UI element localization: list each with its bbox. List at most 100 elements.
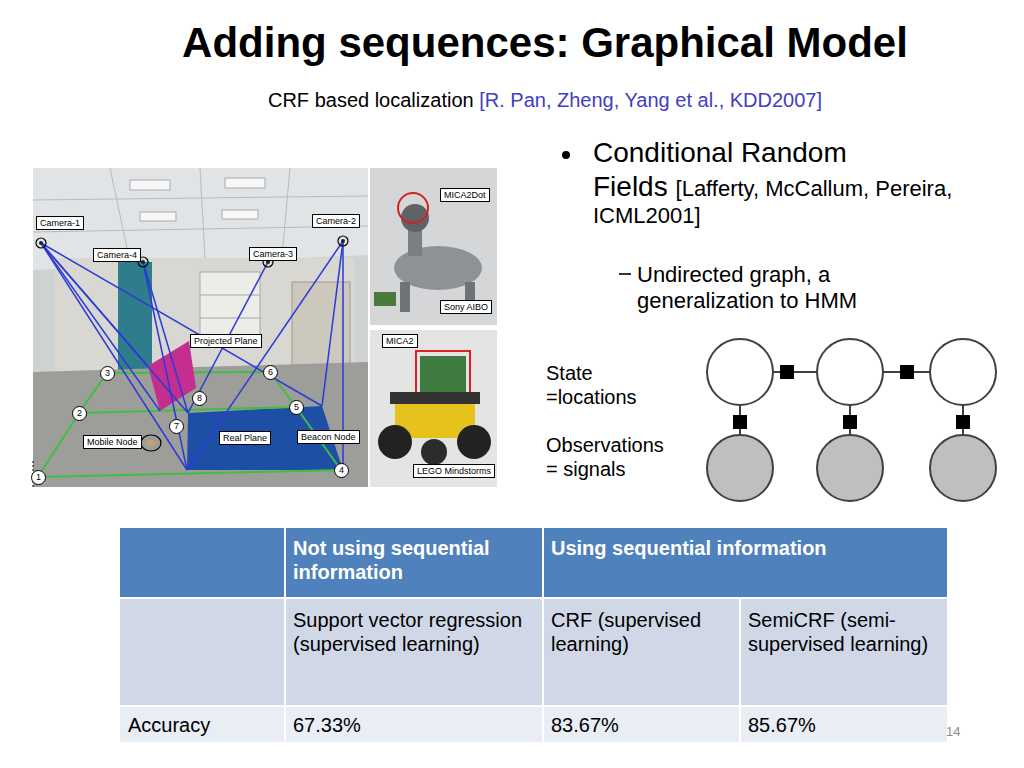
factor-square — [780, 365, 794, 379]
slide-title: Adding sequences: Graphical Model — [60, 18, 1024, 68]
photo-label-text: Mobile Node — [87, 437, 138, 447]
ceiling-grid-line — [282, 168, 290, 256]
photo-ground — [370, 330, 497, 487]
factor-square — [900, 365, 914, 379]
shelf-board — [200, 318, 260, 319]
callout-number: 3 — [100, 366, 115, 381]
bullet-line: Conditional Random Fields[Lafferty, McCa… — [593, 136, 973, 230]
car-wheel — [421, 439, 447, 465]
observation-circle — [707, 435, 773, 501]
callout-number: 4 — [334, 463, 349, 478]
camera-ray — [143, 262, 187, 470]
factor-squares — [733, 365, 970, 429]
camera-dot — [341, 239, 345, 243]
camera-ray — [143, 262, 188, 413]
photo-label-text: Projected Plane — [194, 336, 258, 346]
table-cell: Accuracy — [128, 713, 277, 737]
photo-label: Beacon Node — [297, 430, 360, 444]
photo-label-text: MICA2 — [386, 336, 414, 346]
mobile-node-marker — [141, 435, 161, 451]
sensor-board — [420, 356, 466, 392]
photo-label: Camera-1 — [36, 216, 84, 230]
photo-label: Camera-3 — [249, 247, 297, 261]
camera-ray — [322, 241, 343, 406]
camera-dot — [141, 260, 145, 264]
car-plate — [390, 392, 480, 404]
shelf — [200, 272, 260, 340]
citation: [R. Pan, Zheng, Yang et al., KDD2007] — [479, 89, 822, 111]
state-circle — [707, 339, 773, 405]
table-cell: 85.67% — [748, 713, 939, 737]
photo-label: MICA2 — [382, 334, 418, 348]
callout-number: 7 — [169, 419, 184, 434]
photo-label-text: Camera-2 — [316, 216, 356, 226]
page-number: 14 — [946, 724, 986, 740]
photo-label-text: Sony AIBO — [444, 302, 488, 312]
ceiling-light — [130, 180, 170, 190]
callout-number: 6 — [263, 365, 278, 380]
state-circle — [930, 339, 996, 405]
table-header-cell: Using sequential information — [551, 536, 939, 560]
ceiling-light — [222, 210, 258, 219]
subtitle-line: CRF based localization[R. Pan, Zheng, Ya… — [60, 88, 1024, 112]
photo-label-text: LEGO Mindstorms — [417, 466, 491, 476]
ceiling — [33, 168, 368, 270]
table-cell: 83.67% — [551, 713, 732, 737]
ceiling-grid — [33, 168, 368, 262]
floor — [33, 362, 368, 487]
table-cell: Support vector regression (supervised le… — [293, 608, 535, 656]
camera-ray — [41, 243, 160, 411]
table-cell: CRF (supervised learning) — [551, 608, 732, 656]
photo-label: Projected Plane — [190, 334, 262, 348]
floor-line — [38, 413, 79, 477]
table-header-cell: Not using sequential information — [293, 536, 535, 584]
ceiling-lights — [130, 178, 265, 221]
car-wheel — [457, 425, 491, 459]
photo-ground — [370, 168, 497, 325]
sensor-board — [374, 292, 396, 306]
photo-label: Real Plane — [219, 431, 271, 445]
photo-label: Camera-2 — [312, 214, 360, 228]
camera-marker — [36, 238, 46, 248]
photo-label: LEGO Mindstorms — [413, 464, 495, 478]
camera-markers — [36, 236, 348, 267]
ceiling-light — [140, 212, 176, 221]
table-row — [120, 706, 947, 742]
table-cell: SemiCRF (semi-supervised learning) — [748, 608, 939, 656]
factor-square — [843, 415, 857, 429]
state-circle — [817, 339, 883, 405]
callout-number: 2 — [72, 406, 87, 421]
camera-marker — [338, 236, 348, 246]
camera-ray — [41, 243, 188, 413]
table-rule — [120, 597, 947, 599]
table-grid — [120, 528, 947, 742]
model-note: Observations = signals — [546, 433, 678, 481]
photo-label-text: Beacon Node — [301, 432, 356, 442]
photo-label-text: MICA2Dot — [444, 190, 486, 200]
ceiling-grid-line — [200, 168, 205, 258]
camera-ray — [188, 262, 268, 413]
table-rule — [542, 528, 544, 742]
bullet — [562, 151, 570, 159]
photo-label: MICA2Dot — [440, 188, 490, 202]
table-row — [120, 598, 947, 706]
photo-label-text: Camera-1 — [40, 218, 80, 228]
mobile-node-device — [146, 440, 156, 446]
table-rule — [739, 598, 741, 742]
subtitle: CRF based localization — [268, 89, 474, 111]
table-rule — [120, 705, 947, 707]
camera-ray — [41, 243, 322, 406]
camera-dot — [39, 241, 43, 245]
photo-label: Camera-4 — [93, 248, 141, 262]
factor-square — [956, 415, 970, 429]
camera-ray — [41, 243, 148, 366]
car-wheel — [378, 425, 412, 459]
callout-number: 8 — [192, 391, 207, 406]
callout-number: 5 — [289, 400, 304, 415]
factor-square — [733, 415, 747, 429]
robot-dog-leg — [400, 282, 410, 312]
ceiling-light — [225, 178, 265, 188]
photo-label-text: Real Plane — [223, 433, 267, 443]
sub-bullet-text: Undirected graph, a generalization to HM… — [637, 262, 912, 315]
photo-label-text: Camera-4 — [97, 250, 137, 260]
